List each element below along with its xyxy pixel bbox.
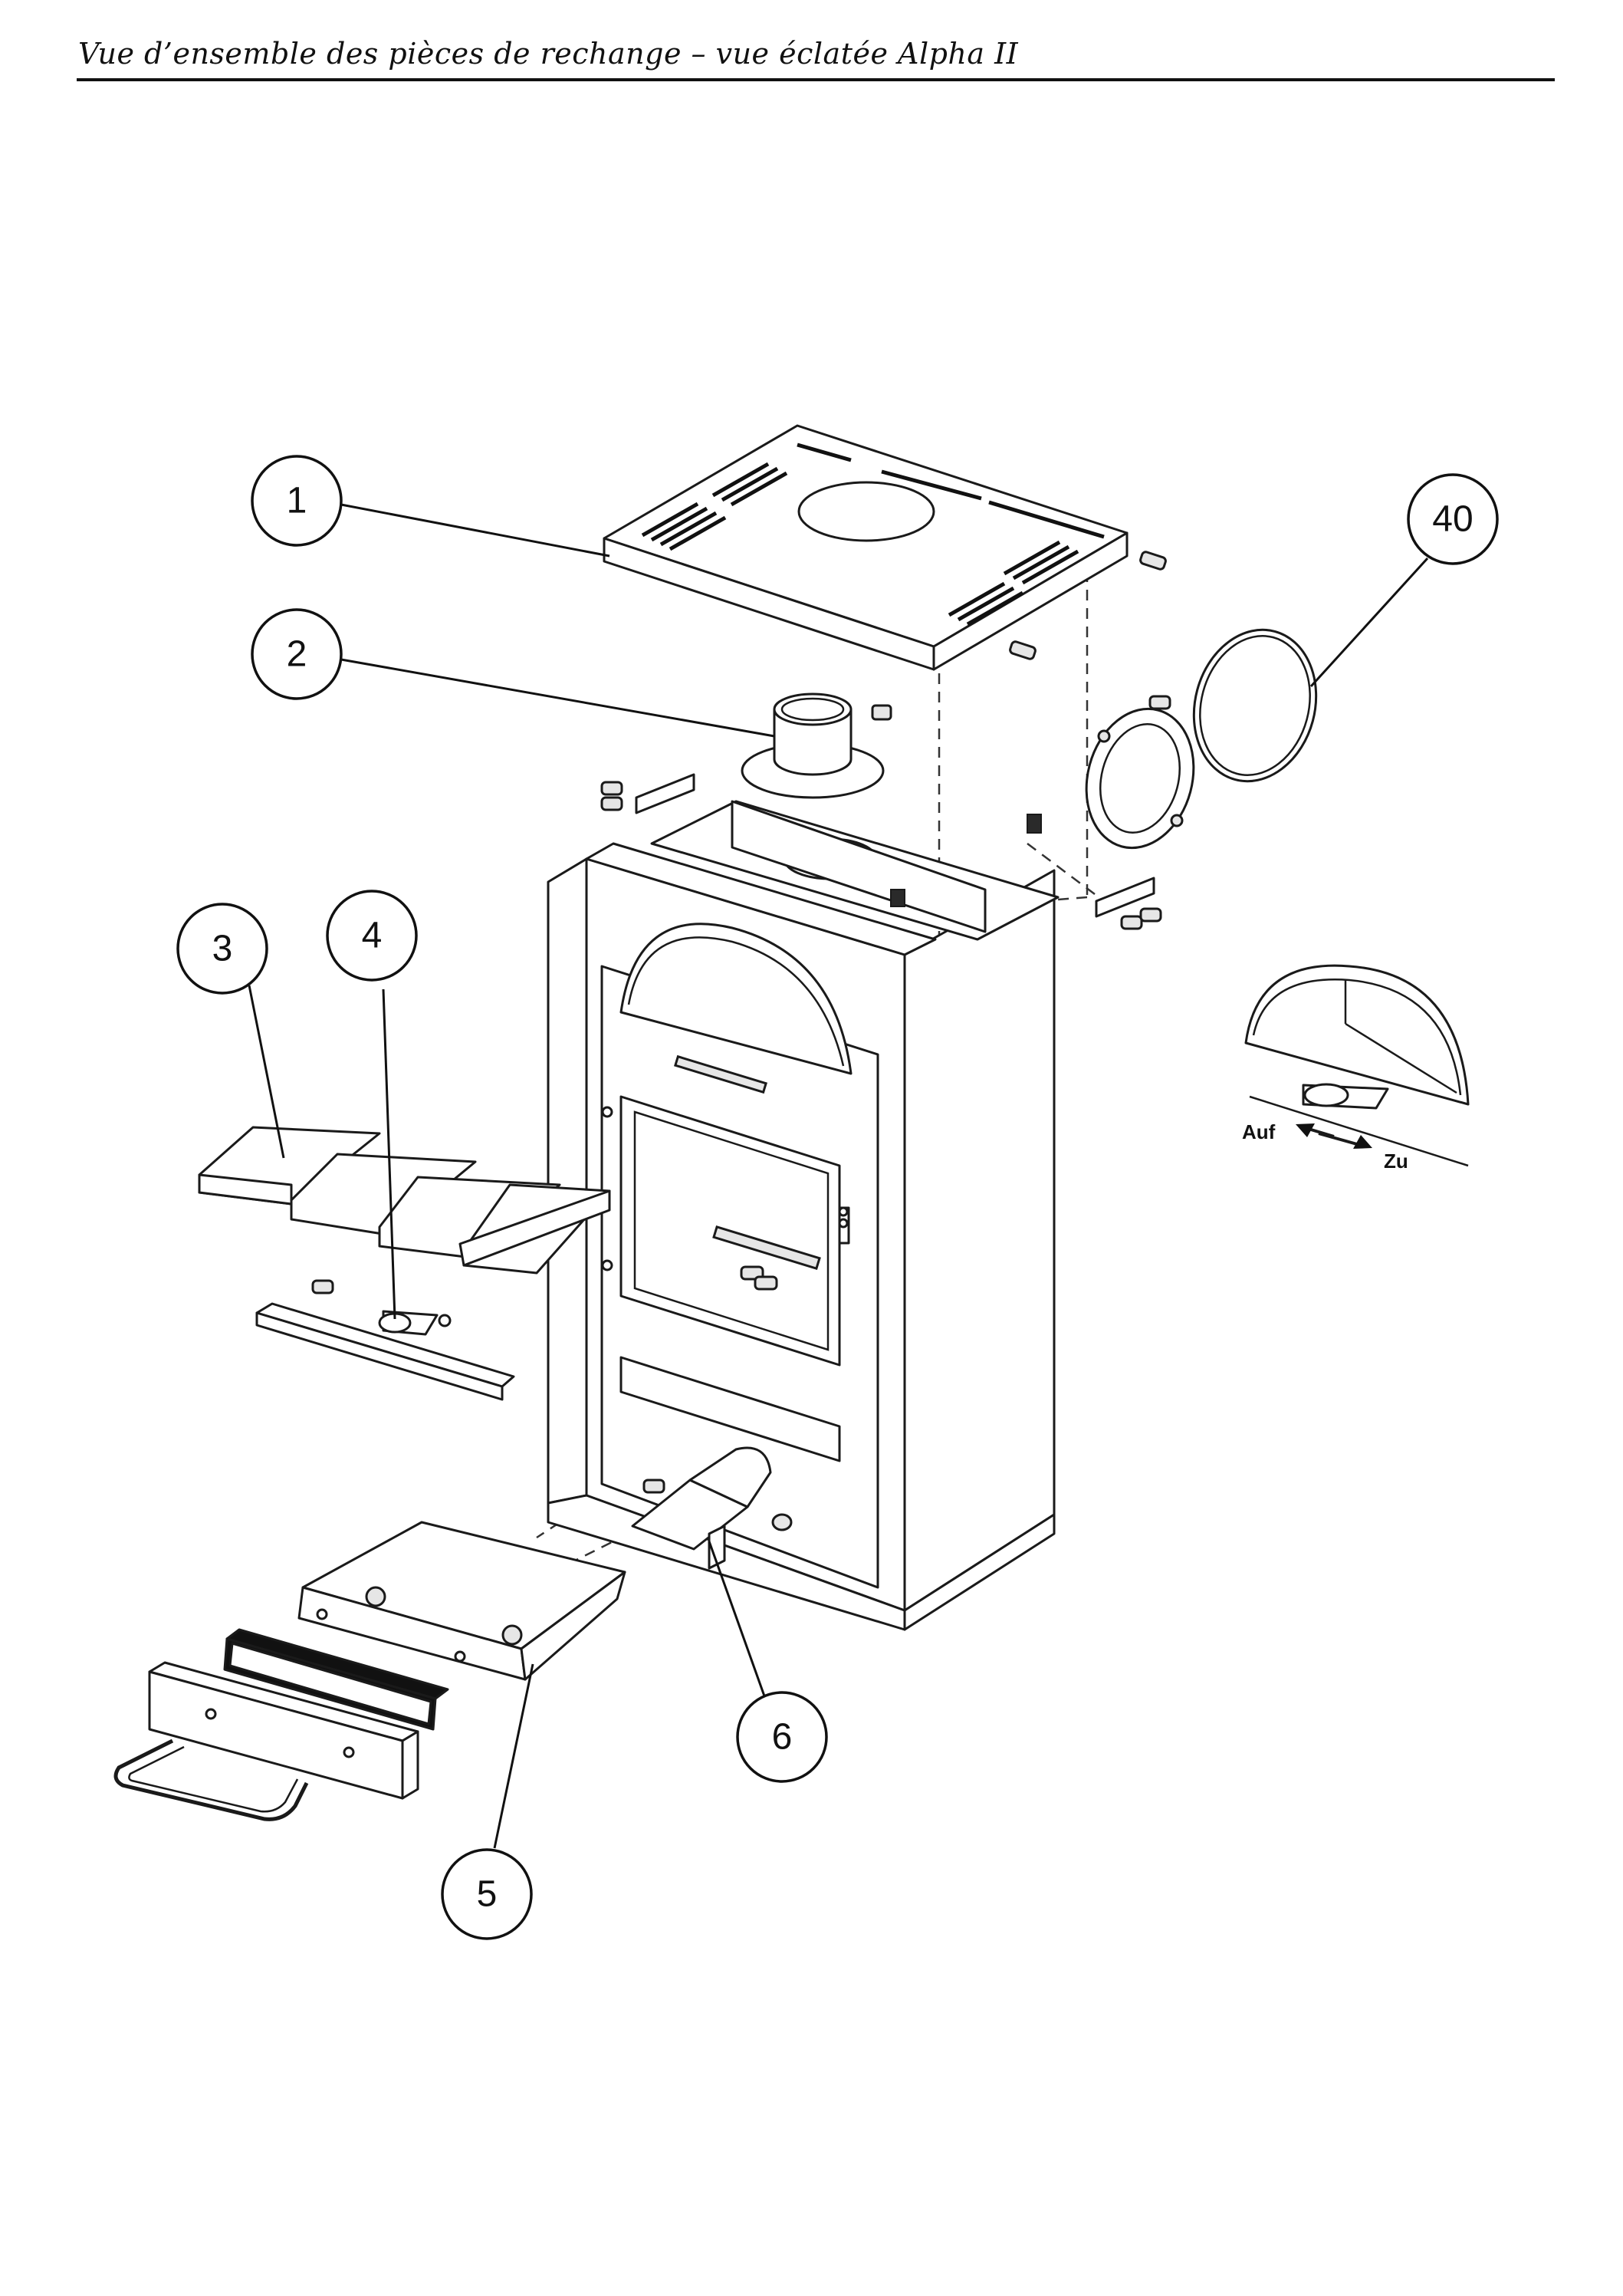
grate-slider xyxy=(255,1279,515,1401)
ash-pan xyxy=(297,1521,626,1681)
callout-5-label: 5 xyxy=(477,1874,498,1915)
callout-3: 3 xyxy=(176,903,268,995)
vent-slots-right xyxy=(797,442,1105,627)
ash-pan-seal xyxy=(223,1628,449,1731)
mounting-brackets xyxy=(600,695,1171,930)
callout-3-label: 3 xyxy=(212,929,233,969)
callout-6-label: 6 xyxy=(772,1717,793,1758)
callout-6: 6 xyxy=(736,1691,828,1783)
top-cover-plate xyxy=(603,424,1167,671)
callout-4: 4 xyxy=(326,890,418,982)
detail-label-open: Auf xyxy=(1242,1120,1276,1143)
ash-pan-front-handle xyxy=(113,1661,419,1821)
header-rule xyxy=(77,78,1555,81)
callout-40: 40 xyxy=(1407,473,1499,565)
rear-flue-connector xyxy=(1085,707,1195,850)
flue-collar xyxy=(741,692,892,799)
callout-1-label: 1 xyxy=(287,481,307,521)
hearth-bricks xyxy=(198,1126,611,1275)
detail-label-close: Zu xyxy=(1384,1150,1408,1173)
vent-slots-left xyxy=(641,462,788,551)
callout-40-label: 40 xyxy=(1432,499,1473,540)
page-title: Vue d’ensemble des pièces de rechange – … xyxy=(78,37,1019,71)
ash-pan-runner xyxy=(631,1446,793,1570)
callout-2-label: 2 xyxy=(287,634,307,675)
callout-5: 5 xyxy=(441,1848,533,1940)
stove-body xyxy=(547,800,1060,1631)
cover-screws xyxy=(1009,551,1167,660)
callout-4-label: 4 xyxy=(362,916,383,956)
callout-2: 2 xyxy=(251,608,343,700)
damper-detail-view: Auf Zu xyxy=(1242,964,1470,1173)
gasket-ring xyxy=(1192,628,1318,783)
callout-leaders xyxy=(248,503,1429,1849)
callout-1: 1 xyxy=(251,455,343,547)
